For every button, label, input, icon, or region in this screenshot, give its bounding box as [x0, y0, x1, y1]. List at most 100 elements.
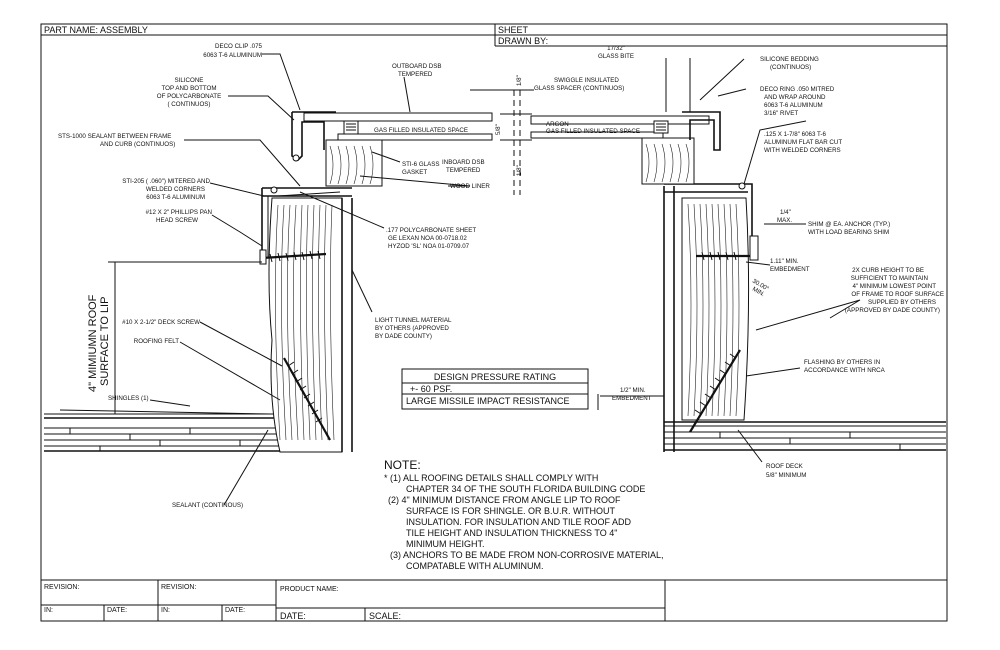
min-roof-1: 4" MIMIUMN ROOF	[87, 294, 99, 392]
sti-205-1: STI-205 ( .060") MITERED AND	[122, 178, 210, 185]
right-deco-ring	[682, 111, 721, 151]
silicone-bedding-1: SILICONE BEDDING	[760, 56, 819, 63]
curb-height-1: 2X CURB HEIGHT TO BE	[852, 267, 924, 274]
sealant-label: SEALANT (CONTINOUS)	[172, 502, 243, 509]
shim-1: SHIM @ EA. ANCHOR (TYP.)	[808, 221, 890, 228]
center-dimensions	[500, 58, 691, 195]
min-roof-2: SURFACE TO LIP	[99, 297, 111, 386]
right-wood-curb	[681, 197, 750, 421]
note-line-3: (2) 4" MINIMUM DISTANCE FROM ANGLE LIP T…	[388, 495, 621, 505]
roof-deck-1: ROOF DECK	[766, 463, 804, 470]
right-inboard-glass	[530, 131, 664, 139]
note-line-2: CHAPTER 34 OF THE SOUTH FLORIDA BUILDING…	[406, 484, 645, 494]
right-deck-screw	[689, 349, 741, 433]
quarter-max-1: 1/4"	[780, 209, 791, 216]
date-1: DATE:	[107, 607, 127, 614]
flat-bar-1: .125 X 1-7/8" 6063 T-6	[764, 131, 826, 138]
footer-block: REVISION: REVISION: IN: DATE: IN: DATE: …	[41, 579, 947, 621]
sti-205-3: 6063 T-6 ALUMINUM	[146, 194, 205, 201]
sts-sealant-1: STS-1000 SEALANT BETWEEN FRAME	[58, 133, 171, 140]
light-tunnel-3: BY DADE COUNTY)	[375, 333, 432, 340]
left-roof-deck	[44, 409, 282, 452]
deco-ring-3: 6063 T-6 ALUMINUM	[764, 102, 823, 109]
svg-text:DECO CLIP .075: DECO CLIP .075	[215, 43, 263, 50]
revision-1: REVISION:	[44, 584, 79, 591]
argon-2: GAS FILLED INSULATED SPACE	[546, 128, 640, 135]
embedment-half-2: EMBEDMENT	[612, 395, 652, 402]
quarter-max-2: MAX.	[777, 217, 792, 224]
embedment-111-2: EMBEDMENT	[770, 266, 810, 273]
sti-205-2: WELDED CORNERS	[146, 186, 205, 193]
polycarbonate-2: GE LEXAN NOA 00-0718.02	[388, 235, 467, 242]
deco-clip-label: DECO CLIP .075	[215, 43, 263, 50]
dim-5-8: 5/8"	[495, 124, 502, 135]
leader-lines	[149, 53, 861, 506]
footer-date: DATE:	[280, 611, 306, 621]
rating-line-1: DESIGN PRESSURE RATING	[434, 372, 556, 382]
footer-scale: SCALE:	[369, 611, 401, 621]
right-wood-liner	[641, 137, 695, 185]
notes-block: NOTE: * (1) ALL ROOFING DETAILS SHALL CO…	[384, 458, 664, 571]
sts-sealant-2: AND CURB (CONTINUOS)	[100, 141, 175, 148]
curb-height-3: 4" MINIMUM LOWEST POINT	[852, 283, 936, 290]
dim-1-8-bottom: 1/8"	[516, 165, 523, 176]
swiggle-2: GLASS SPACER (CONTINUOS)	[534, 85, 624, 92]
deco-ring-4: 3/16" RIVET	[764, 110, 798, 117]
embedment-111-1: 1.11" MIN.	[770, 258, 799, 265]
embedment-half-1: 1/2" MIN.	[620, 387, 646, 394]
left-outboard-glass	[303, 112, 493, 122]
silicone-top-4: ( CONTINUOS)	[168, 101, 211, 108]
polycarbonate-3: HYZOD 'SL' NOA 01-0709.07	[388, 243, 470, 250]
note-line-5: INSULATION. FOR INSULATION AND TILE ROOF…	[406, 517, 632, 527]
right-roof-deck	[664, 421, 946, 451]
deco-ring-1: DECO RING .050 MITRED	[760, 86, 835, 93]
deco-clip-label-2: 6063 T-6 ALUMINUM	[203, 52, 262, 59]
date-2: DATE:	[225, 607, 245, 614]
curb-height-6: (APPROVED BY DADE COUNTY)	[845, 307, 940, 314]
left-wood-curb	[268, 197, 343, 453]
glass-bite-1: 17/32"	[607, 45, 625, 52]
left-inboard-glass	[337, 133, 493, 141]
note-line-8: (3) ANCHORS TO BE MADE FROM NON-CORROSIV…	[390, 550, 664, 560]
rating-line-2: +- 60 PSF.	[410, 384, 452, 394]
left-phillips-screw	[261, 252, 327, 260]
shingles-label: SHINGLES (1)	[108, 395, 149, 402]
shim-2: WITH LOAD BEARING SHIM	[808, 229, 889, 236]
note-line-7: MINIMUM HEIGHT.	[406, 539, 485, 549]
note-line-9: COMPATABLE WITH ALUMINUM.	[406, 561, 544, 571]
note-line-6: TILE HEIGHT AND INSULATION THICKNESS TO …	[406, 528, 617, 538]
inboard-dsb-1: INBOARD DSB	[442, 159, 485, 166]
glass-bite-2: GLASS BITE	[598, 53, 634, 60]
revision-2: REVISION:	[161, 584, 196, 591]
left-deck-screw	[283, 357, 331, 441]
note-line-4: SURFACE IS FOR SHINGLE. OR B.U.R. WITHOU…	[406, 506, 616, 516]
light-tunnel-1: LIGHT TUNNEL MATERIAL	[375, 317, 452, 324]
in-2: IN:	[161, 607, 170, 614]
sheet-label: SHEET	[498, 25, 529, 35]
phillips-screw-2: HEAD SCREW	[156, 217, 198, 224]
deck-screw-label: #10 X 2-1/2" DECK SCREW	[122, 319, 200, 326]
gas-space-left: GAS FILLED INSULATED SPACE	[374, 127, 468, 134]
svg-text:6063 T-6 ALUMINUM: 6063 T-6 ALUMINUM	[203, 52, 262, 59]
flashing-2: ACCORDANCE WITH NRCA	[804, 367, 886, 374]
callouts-left: DECO CLIP .075 6063 T-6 ALUMINUM SILICON…	[58, 43, 490, 509]
roof-deck-2: 5/8" MINIMUM	[766, 472, 806, 479]
dim-1-8-top: 1/8"	[516, 75, 523, 86]
callouts-right: 17/32" GLASS BITE SWIGGLE INSULATED GLAS…	[495, 45, 944, 479]
sti6-gasket-2: GASKET	[402, 169, 427, 176]
deco-ring-2: AND WRAP AROUND	[764, 94, 826, 101]
sti6-gasket-1: STI-6 GLASS	[402, 161, 439, 168]
part-name: PART NAME: ASSEMBLY	[44, 25, 148, 35]
curb-height-4: OF FRAME TO ROOF SURFACE	[851, 291, 944, 298]
swiggle-1: SWIGGLE INSULATED	[554, 77, 619, 84]
design-pressure-box: DESIGN PRESSURE RATING +- 60 PSF. LARGE …	[401, 368, 589, 410]
product-name: PRODUCT NAME:	[280, 586, 339, 593]
light-tunnel-2: BY OTHERS (APPROVED	[375, 325, 449, 332]
phillips-screw-1: #12 X 2" PHILLIPS PAN	[146, 209, 212, 216]
roofing-felt-label: ROOFING FELT	[134, 338, 179, 345]
left-deco-clip	[291, 112, 325, 162]
rating-line-3: LARGE MISSILE IMPACT RESISTANCE	[406, 396, 570, 406]
flashing-1: FLASHING BY OTHERS IN	[804, 359, 880, 366]
silicone-top-1: SILICONE	[175, 77, 204, 84]
inboard-dsb-2: TEMPERED	[446, 167, 481, 174]
